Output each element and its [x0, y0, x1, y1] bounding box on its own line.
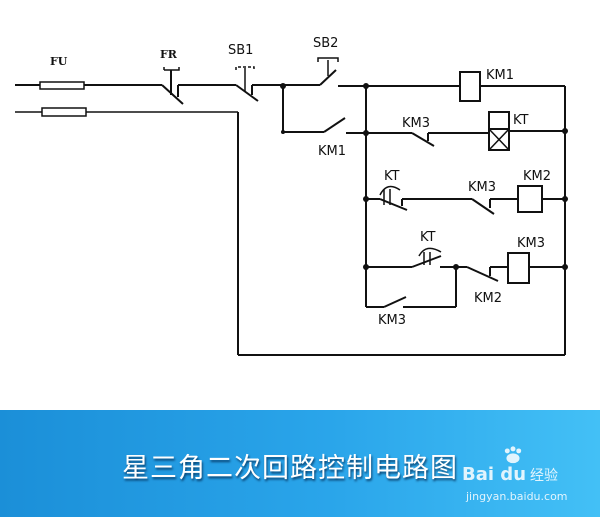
stop-button-sb1	[235, 66, 283, 102]
km1-holding-contact	[282, 85, 366, 134]
label-km3-contact-3: KM3	[378, 313, 406, 328]
start-button-sb2	[283, 57, 366, 87]
km3-coil-rung	[365, 247, 565, 308]
label-kt-coil: KT	[513, 113, 529, 128]
label-fu: FU	[50, 55, 68, 68]
kt-coil-rung	[366, 111, 565, 151]
label-km1-coil: KM1	[486, 68, 514, 83]
label-km1-contact: KM1	[318, 144, 346, 159]
thermal-relay-fr-contact	[161, 67, 236, 105]
watermark-url: jingyan.baidu.com	[466, 490, 568, 503]
label-km2-coil: KM2	[523, 169, 551, 184]
baidu-paw-icon	[504, 446, 522, 464]
banner-title: 星三角二次回路控制电路图	[122, 453, 458, 484]
label-fr: FR	[160, 48, 178, 61]
label-sb1: SB1	[228, 43, 253, 58]
label-km3-coil: KM3	[517, 236, 545, 251]
label-km2-contact: KM2	[474, 291, 502, 306]
watermark-text: 经验	[530, 468, 559, 484]
label-km3-contact-1: KM3	[402, 116, 430, 131]
km1-coil	[366, 71, 565, 102]
fuse-fu-bottom	[15, 107, 565, 356]
watermark-logo: Bai du	[462, 464, 527, 485]
circuit-diagram: FU FR SB1 SB2 KM1	[15, 36, 568, 356]
label-sb2: SB2	[313, 36, 338, 51]
label-km3-contact-2: KM3	[468, 180, 496, 195]
junction-dots	[280, 83, 568, 270]
label-kt-contact-1: KT	[384, 169, 400, 184]
km2-coil-rung	[366, 185, 565, 215]
label-kt-contact-2: KT	[420, 230, 436, 245]
fuse-fu-top	[15, 81, 162, 90]
